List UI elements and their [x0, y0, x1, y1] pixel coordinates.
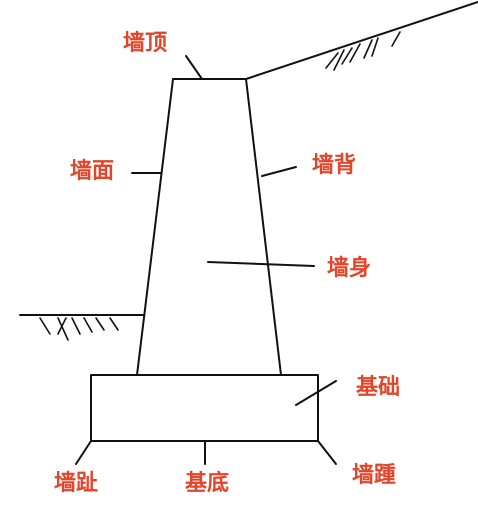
label-wall-face: 墙面 — [70, 159, 114, 184]
backfill-ground-line — [245, 1, 478, 80]
label-wall-heel: 墙踵 — [352, 463, 396, 488]
front-soil-hatching — [39, 317, 119, 341]
label-wall-body: 墙身 — [327, 255, 371, 281]
label-wall-toe: 墙趾 — [54, 471, 98, 496]
leader-wall-back — [261, 166, 297, 177]
backfill-soil-hatching — [325, 31, 401, 71]
label-base: 基底 — [185, 470, 229, 496]
label-wall-top: 墙顶 — [123, 31, 167, 56]
leader-foundation — [295, 380, 337, 406]
foundation-outline — [90, 374, 319, 442]
wall-body-outline — [136, 78, 282, 376]
leader-wall-top — [185, 55, 203, 80]
label-foundation: 基础 — [356, 375, 400, 400]
leader-wall-body — [207, 261, 315, 267]
leader-wall-toe — [75, 440, 92, 465]
label-wall-back: 墙背 — [312, 153, 356, 178]
leader-wall-heel — [317, 440, 337, 465]
